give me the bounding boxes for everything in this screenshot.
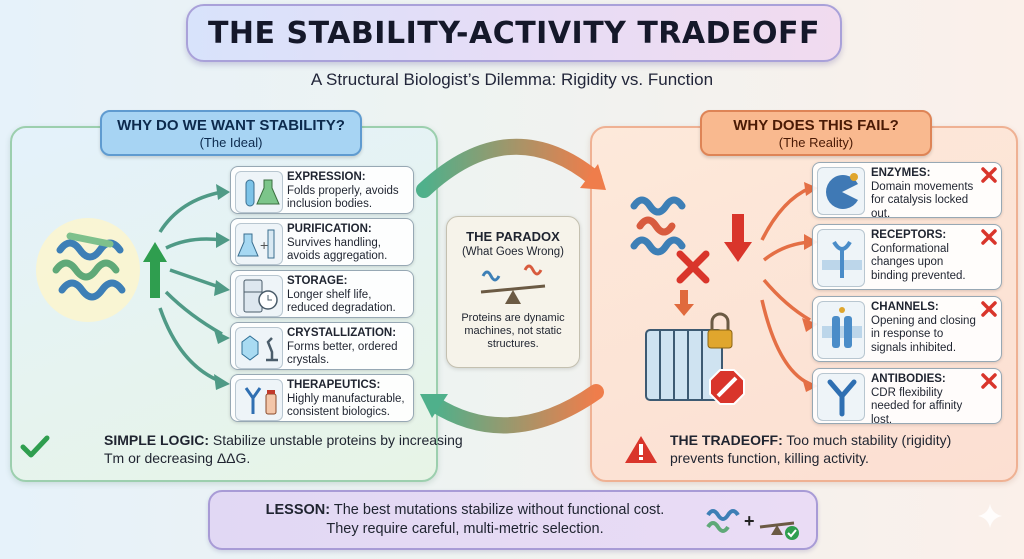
enzymes-label: ENZYMES: [871, 167, 931, 179]
enzymes-card: ENZYMES:Domain movements for catalysis l… [812, 162, 1002, 220]
channels-card: CHANNELS:Opening and closing in response… [812, 296, 1002, 362]
therapeutics-label: THERAPEUTICS: [287, 379, 381, 391]
tradeoff-note: THE TRADEOFF: Too much stability (rigidi… [670, 431, 990, 467]
lesson-banner: LESSON: The best mutations stabilize wit… [208, 490, 818, 550]
paradox-box: THE PARADOX (What Goes Wrong) Proteins a… [446, 216, 580, 368]
receptors-text: Conformational changes upon binding prev… [871, 242, 966, 282]
stability-subheading: (The Ideal) [199, 135, 263, 150]
expression-card: EXPRESSION:Folds properly, avoids inclus… [230, 166, 414, 214]
purification-label: PURIFICATION: [287, 223, 372, 235]
stop-sign-icon [709, 369, 745, 405]
lesson-label: LESSON: [265, 502, 331, 518]
antibodies-x-icon [981, 373, 997, 389]
rigid-protein-structure-icon [630, 196, 686, 256]
simple-logic-text: Stabilize unstable proteins by increasin… [104, 432, 463, 466]
fridge-clock-icon [235, 275, 283, 317]
check-icon [20, 435, 50, 458]
antibody-vial-icon [235, 379, 283, 421]
stability-heading-tag: WHY DO WE WANT STABILITY? (The Ideal) [100, 110, 362, 156]
tradeoff-label: THE TRADEOFF: [670, 432, 783, 448]
flask-column-icon: + [235, 223, 283, 265]
tradeoff-text: Too much stability (rigidity) prevents f… [670, 432, 952, 466]
stable-protein-illustration [36, 184, 230, 390]
storage-card: STORAGE:Longer shelf life, reduced degra… [230, 270, 414, 318]
antibodies-label: ANTIBODIES: [871, 373, 946, 385]
sparkle-icon [978, 504, 1002, 528]
red-x-icon [676, 250, 710, 284]
svg-text:+: + [260, 237, 268, 253]
warning-icon [625, 436, 657, 463]
antibody-icon [817, 373, 865, 421]
receptors-x-icon [981, 229, 997, 245]
bottom-flow-arrow [426, 384, 604, 434]
simple-logic-note: SIMPLE LOGIC: Stabilize unstable protein… [104, 431, 484, 467]
channel-icon [817, 301, 865, 359]
storage-label: STORAGE: [287, 275, 348, 287]
caged-protein-icon [645, 329, 723, 401]
expression-text: Folds properly, avoids inclusion bodies. [287, 184, 399, 211]
therapeutics-text: Highly manufacturable, consistent biolog… [287, 392, 405, 419]
padlock-icon [707, 312, 733, 349]
svg-text:+: + [744, 511, 755, 531]
therapeutics-card: THERAPEUTICS:Highly manufacturable, cons… [230, 374, 414, 422]
receptors-label: RECEPTORS: [871, 229, 947, 241]
crystallization-card: CRYSTALLIZATION:Forms better, ordered cr… [230, 322, 414, 370]
channels-x-icon [981, 301, 997, 317]
lesson-line2: They require careful, multi-metric selec… [326, 521, 604, 537]
antibodies-text: CDR flexibility needed for affinity lost… [871, 386, 963, 426]
lesson-line1: The best mutations stabilize without fun… [330, 502, 665, 518]
receptors-card: RECEPTORS:Conformational changes upon bi… [812, 224, 1002, 290]
down-arrow-icon [724, 214, 752, 262]
page-title: THE STABILITY-ACTIVITY TRADEOFF [207, 15, 821, 51]
failure-subheading: (The Reality) [778, 135, 854, 150]
receptor-icon [817, 229, 865, 287]
failure-fan-arrows [760, 182, 818, 392]
page-subtitle: A Structural Biologist’s Dilemma: Rigidi… [310, 70, 714, 89]
paradox-text: Proteins are dynamic machines, not stati… [461, 312, 565, 350]
small-down-arrow-icon [674, 290, 694, 316]
simple-logic-label: SIMPLE LOGIC: [104, 432, 209, 448]
enzyme-icon [817, 167, 865, 215]
protein-structure-icon [52, 232, 126, 301]
paradox-subheading: (What Goes Wrong) [461, 246, 565, 258]
channels-label: CHANNELS: [871, 301, 939, 313]
lesson-text: LESSON: The best mutations stabilize wit… [230, 501, 700, 539]
lesson-equation-icon: + [706, 509, 799, 540]
crystal-microscope-icon [235, 327, 283, 369]
purification-text: Survives handling, avoids aggregation. [287, 236, 388, 263]
stability-heading: WHY DO WE WANT STABILITY? [117, 117, 345, 134]
enzymes-text: Domain movements for catalysis locked ou… [871, 180, 974, 220]
title-banner: THE STABILITY-ACTIVITY TRADEOFF [186, 4, 842, 62]
test-tube-flask-icon [235, 171, 283, 213]
purification-card: + PURIFICATION:Survives handling, avoids… [230, 218, 414, 266]
paradox-heading: THE PARADOX [466, 229, 560, 244]
channels-text: Opening and closing in response to signa… [871, 314, 976, 354]
enzymes-x-icon [981, 167, 997, 183]
balance-scale-icon [480, 264, 546, 304]
failure-heading: WHY DOES THIS FAIL? [733, 117, 899, 134]
antibodies-card: ANTIBODIES:CDR flexibility needed for af… [812, 368, 1002, 426]
crystallization-text: Forms better, ordered crystals. [287, 340, 398, 367]
rigid-protein-illustration [630, 196, 752, 405]
crystallization-label: CRYSTALLIZATION: [287, 327, 397, 339]
expression-label: EXPRESSION: [287, 171, 366, 183]
failure-heading-tag: WHY DOES THIS FAIL? (The Reality) [700, 110, 932, 156]
stability-up-arrow-icon [143, 242, 167, 298]
storage-text: Longer shelf life, reduced degradation. [287, 288, 396, 315]
